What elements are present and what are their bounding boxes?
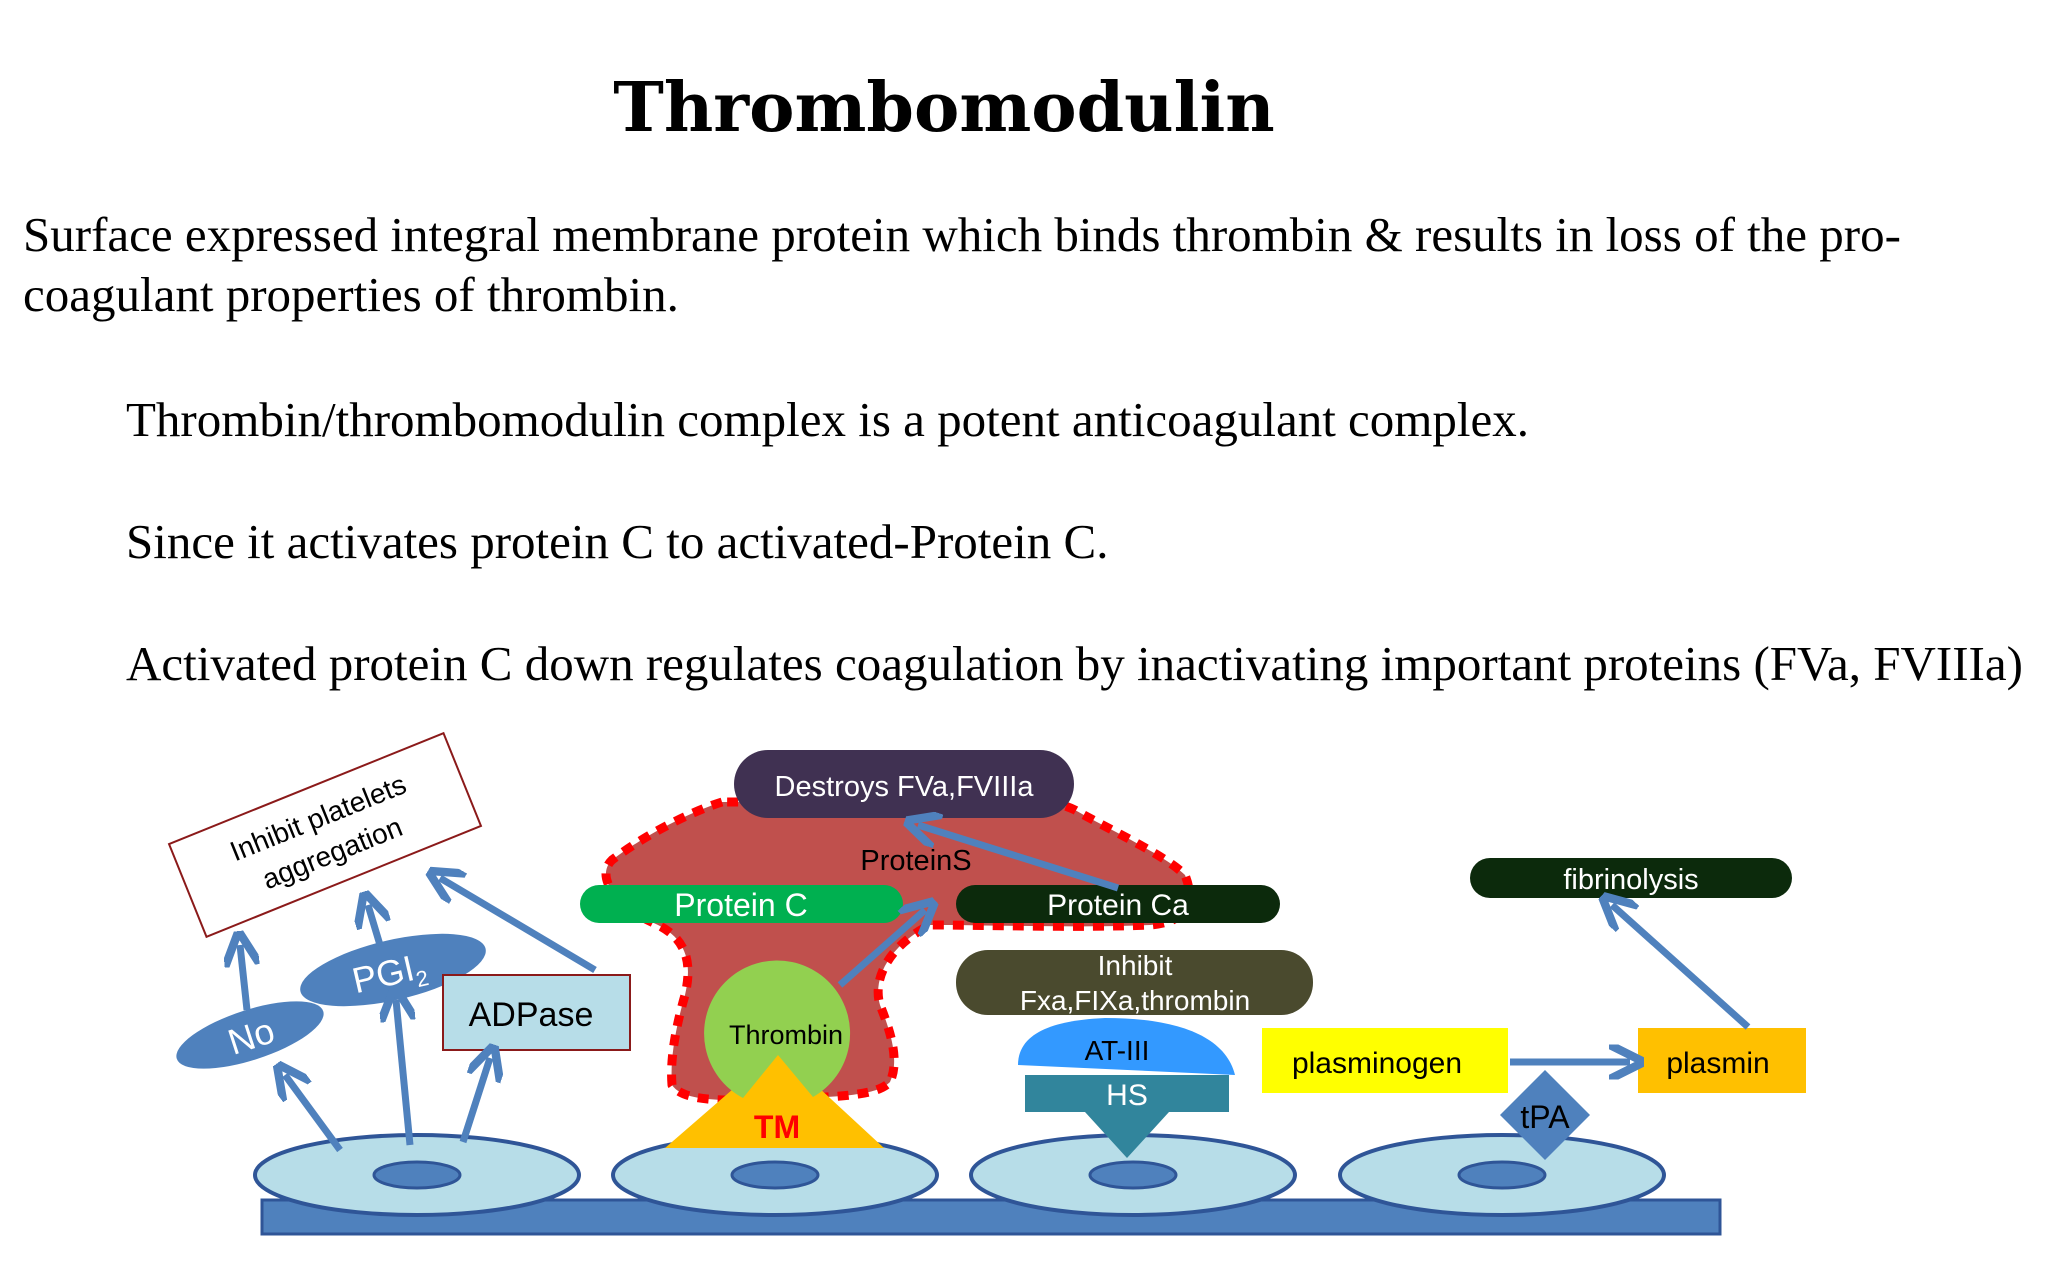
destroys-label: Destroys FVa,FVIIIa [775, 771, 1035, 803]
arrow-no-to-inhibit [240, 945, 247, 1011]
at3-shape: AT-III [1018, 1018, 1235, 1075]
hs-shape: HS [1025, 1075, 1229, 1158]
arrow-cell-to-pgi2 [396, 1000, 410, 1146]
thrombin-label: Thrombin [729, 1020, 843, 1050]
arrow-thrombin-to-protein-ca [837, 910, 925, 988]
destroys-pill: Destroys FVa,FVIIIa [734, 750, 1074, 818]
tpa-diamond: tPA [1500, 1070, 1590, 1160]
inhibit-fx-line2: Fxa,FIXa,thrombin [1020, 985, 1250, 1016]
protein-s-label: ProteinS [860, 845, 971, 877]
at3-label: AT-III [1085, 1035, 1150, 1066]
protein-c-pill: Protein C [580, 885, 903, 923]
arrow-protein-ca-to-destroys [918, 825, 1120, 892]
endothelial-cell [253, 1133, 581, 1217]
endothelial-cell [969, 1133, 1297, 1217]
plasminogen-label: plasminogen [1292, 1047, 1462, 1080]
activation-paragraph: Since it activates protein C to activate… [126, 514, 1109, 569]
inhibit-fx-pill: Inhibit Fxa,FIXa,thrombin [956, 950, 1313, 1016]
fibrinolysis-label: fibrinolysis [1563, 864, 1698, 896]
arrow-pgi2-to-inhibit [368, 905, 380, 947]
tpa-label: tPA [1520, 1099, 1570, 1135]
endothelial-cell [1338, 1133, 1666, 1217]
protein-c-label: Protein C [674, 887, 807, 923]
inhibit-platelets-box: Inhibit platelets aggregation [167, 731, 483, 939]
thrombin-shape: Thrombin [704, 960, 851, 1098]
adpase-label: ADPase [469, 996, 594, 1034]
complex-paragraph: Thrombin/thrombomodulin complex is a pot… [126, 392, 1530, 447]
arrow-cell-to-no [285, 1075, 343, 1153]
thrombomodulin-diagram: Inhibit platelets aggregation PGI2 No AD… [167, 731, 1806, 1236]
protein-ca-label: Protein Ca [1047, 889, 1189, 922]
regulation-paragraph: Activated protein C down regulates coagu… [126, 636, 2023, 691]
adpase-box: ADPase [442, 974, 631, 1051]
tm-label: TM [754, 1109, 800, 1145]
no-ellipse: No [176, 1001, 324, 1069]
protein-ca-pill: Protein Ca [956, 885, 1280, 923]
arrow-plasmin-to-fibrinolysis [1612, 905, 1751, 1030]
definition-paragraph: Surface expressed integral membrane prot… [23, 207, 1901, 322]
arrow-cell-to-adpase [459, 1058, 490, 1144]
hs-label: HS [1106, 1079, 1148, 1112]
plasminogen-box: plasminogen [1262, 1028, 1508, 1093]
arrow-adpase-to-inhibit [440, 878, 597, 974]
fibrinolysis-pill: fibrinolysis [1470, 858, 1792, 898]
plasmin-label: plasmin [1666, 1047, 1769, 1080]
slide-title: Thrombomodulin [613, 68, 1275, 148]
thrombomodulin-triangle: TM [665, 1050, 884, 1148]
inhibit-fx-line1: Inhibit [1098, 950, 1173, 981]
plasmin-box: plasmin [1638, 1028, 1806, 1093]
